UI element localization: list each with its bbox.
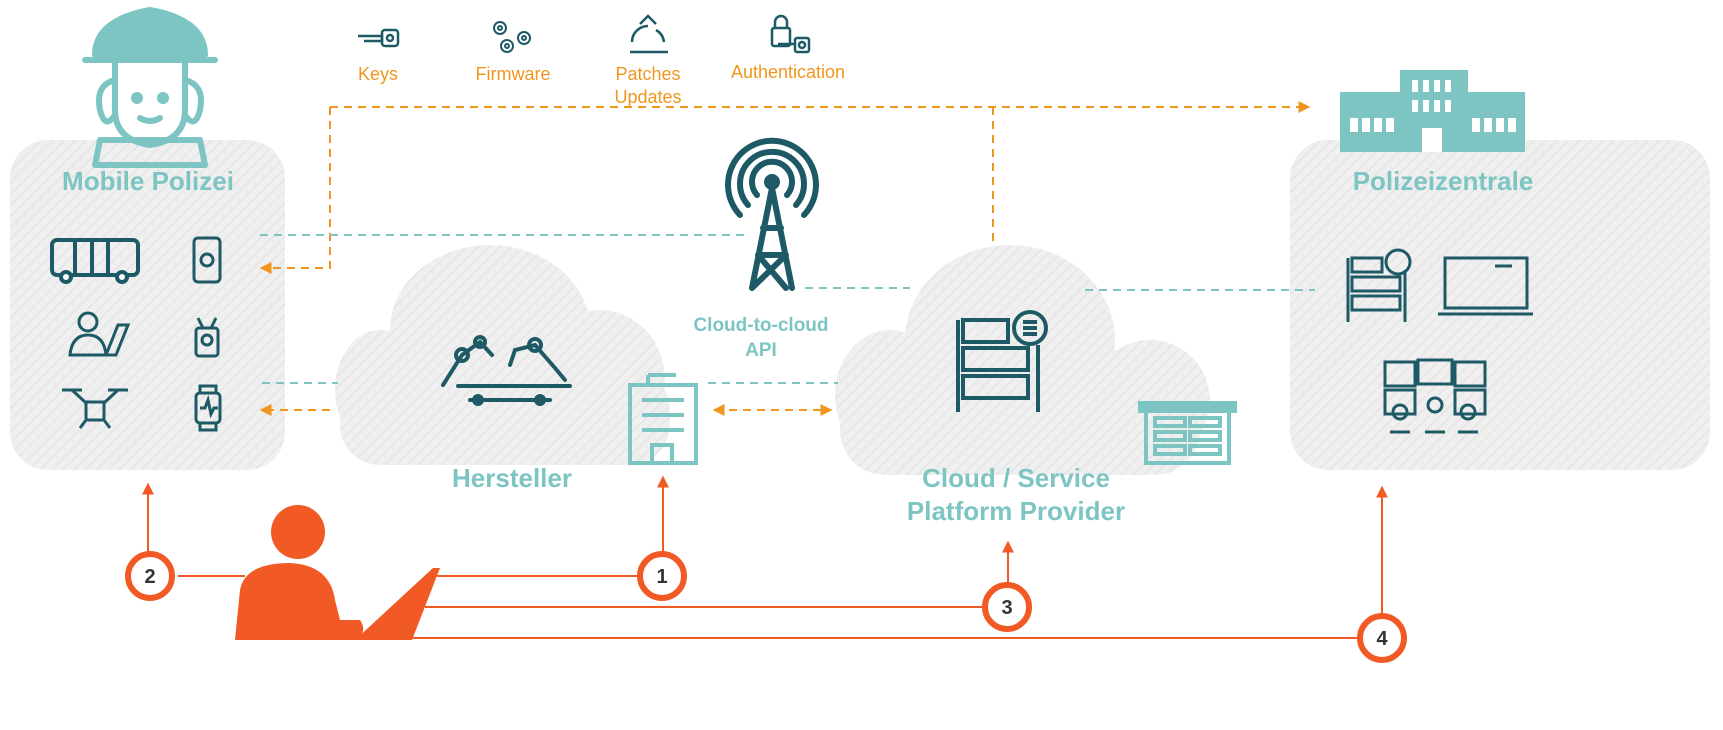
cloud-provider-title-line2: Platform Provider: [907, 496, 1125, 526]
laptop-icon: [1438, 256, 1533, 316]
padlock-key-icon: [770, 14, 811, 54]
person-laptop-icon: [68, 311, 131, 357]
attack-marker-1: 1: [637, 551, 687, 601]
refresh-icon: [630, 14, 668, 54]
zentrale-server-icon: [1346, 248, 1412, 322]
api-label-line2: API: [745, 340, 777, 361]
server-database-icon: [956, 310, 1048, 412]
svg-text:1: 1: [656, 566, 667, 588]
headquarters-building-icon: [1340, 70, 1525, 152]
hersteller-title: Hersteller: [452, 463, 572, 493]
attack-marker-2: 2: [125, 551, 175, 601]
gears-icon: [493, 21, 531, 53]
hersteller-cloud: [335, 245, 670, 465]
svg-text:3: 3: [1001, 597, 1012, 619]
attack-marker-4: 4: [1357, 613, 1407, 663]
smartwatch-icon: [194, 384, 222, 432]
bus-icon: [50, 238, 140, 284]
distribution-lines: [259, 101, 1311, 416]
api-label-line1: Cloud-to-cloud: [693, 315, 828, 336]
keys-label: Keys: [358, 64, 398, 84]
svg-text:2: 2: [144, 566, 155, 588]
attack-paths: [142, 475, 1388, 639]
bodycam-icon: [194, 317, 220, 358]
svg-text:4: 4: [1376, 628, 1388, 650]
cloud-provider-title-line1: Cloud / Service: [922, 463, 1110, 493]
mobile-polizei-title: Mobile Polizei: [62, 166, 234, 196]
firmware-label: Firmware: [476, 64, 551, 84]
manufacturer-building-icon: [628, 373, 698, 465]
patches-label: Patches: [615, 64, 680, 84]
attacker-figure-icon: [235, 505, 440, 640]
smartphone-icon: [192, 236, 222, 284]
key-icon: [358, 28, 400, 48]
manufacturing-robot-icon: [441, 335, 572, 406]
drone-icon: [62, 388, 128, 429]
police-officer-icon: [82, 7, 218, 168]
updates-label: Updates: [614, 87, 681, 107]
attack-marker-3: 3: [982, 582, 1032, 632]
authentication-label: Authentication: [731, 62, 845, 82]
datacenter-icon: [1138, 401, 1237, 465]
radio-tower-icon: [725, 137, 819, 291]
polizeizentrale-title: Polizeizentrale: [1353, 166, 1534, 196]
control-room-icon: [1383, 358, 1487, 434]
network-links: [260, 234, 1315, 384]
